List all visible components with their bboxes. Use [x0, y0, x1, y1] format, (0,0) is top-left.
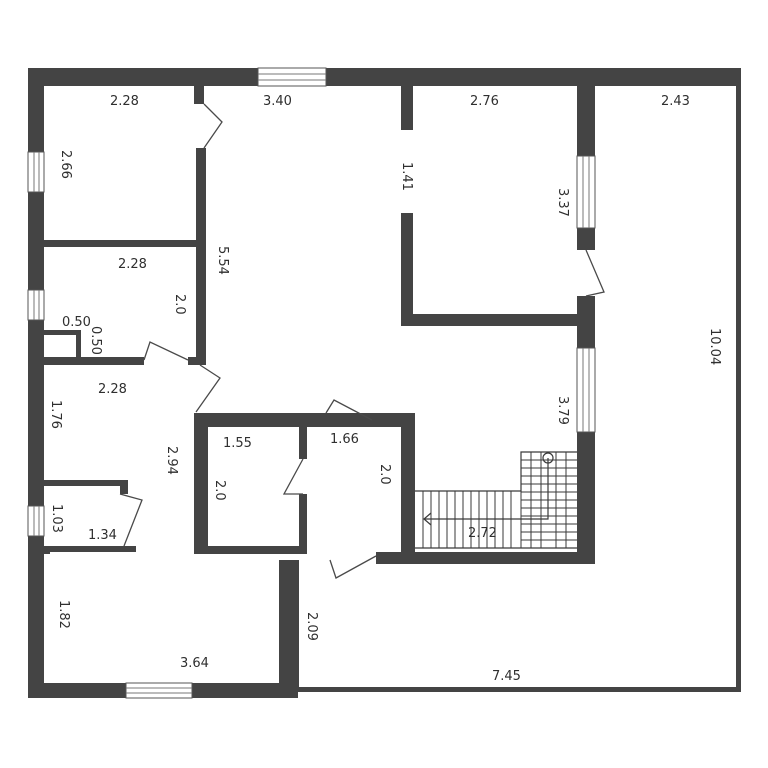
wall-stair-right-top — [577, 296, 595, 348]
wall-room2-bottom-a — [44, 357, 144, 365]
wall-closet-top — [44, 480, 128, 486]
dim-bedroom-top-left-height: 2.66 — [58, 150, 73, 179]
wall-bottom-hall-top-thin — [294, 560, 299, 692]
wall-stair-bottom — [376, 552, 595, 564]
door-corridor — [195, 364, 221, 413]
dim-right-hall-width: 2.43 — [661, 94, 690, 109]
door-bath2 — [325, 399, 373, 421]
dim-corridor-height: 1.76 — [48, 400, 63, 429]
wall-room1-right-upper — [194, 86, 204, 104]
wall-bath-divider-lower — [299, 494, 307, 554]
wall-outer-right — [736, 68, 741, 692]
window-bottom — [125, 682, 193, 699]
door-room3 — [585, 249, 605, 297]
dim-closet-width: 1.34 — [88, 528, 117, 543]
dim-niche-width: 0.50 — [62, 315, 91, 330]
wall-closet-right — [120, 480, 128, 494]
dim-room-top-mid-opening: 1.41 — [399, 162, 414, 191]
dim-right-hall-height: 10.04 — [707, 328, 722, 365]
dim-hall-height: 5.54 — [215, 246, 230, 275]
wall-stair-right-bottom — [577, 432, 595, 564]
wall-outer-top — [28, 68, 740, 86]
door-bath1 — [282, 458, 304, 495]
stair-treads — [422, 452, 577, 548]
window-stair-right — [576, 347, 596, 433]
window-room3-right — [576, 155, 596, 229]
wall-bath1-top — [194, 413, 410, 427]
wall-closet-bottom-b — [120, 546, 136, 552]
dim-niche-height: 0.50 — [88, 326, 103, 355]
dim-closet-height: 1.03 — [49, 504, 64, 533]
dimension-labels: 2.28 2.66 3.40 5.54 2.76 1.41 3.37 2.43 … — [48, 94, 722, 684]
window-left-lower — [27, 505, 45, 537]
dim-stair-wall: 3.79 — [555, 396, 570, 425]
door-room2 — [143, 341, 189, 361]
wall-bath1-left — [194, 413, 208, 553]
dim-room-top-mid-width: 2.76 — [470, 94, 499, 109]
dim-room-top-mid-height: 3.37 — [555, 188, 570, 217]
dim-bottom-hall-height: 2.09 — [304, 612, 319, 641]
wall-room3-right-lower — [577, 228, 595, 250]
wall-room1-right-lower — [196, 148, 206, 363]
wall-bottom-right — [294, 687, 741, 692]
wall-bath2-right — [401, 413, 415, 563]
wall-niche-top — [44, 330, 81, 335]
wall-bath1-bottom — [194, 546, 304, 554]
wall-room3-left — [401, 213, 413, 326]
walls — [28, 68, 741, 698]
wall-room3-right-upper — [577, 86, 595, 156]
dim-stair-width: 2.72 — [468, 526, 497, 541]
dim-corridor-length: 2.94 — [164, 446, 179, 475]
dim-room-left-mid-width: 2.28 — [118, 257, 147, 272]
dim-hall-top-width: 3.40 — [263, 94, 292, 109]
door-bath2-bottom — [329, 555, 377, 579]
wall-bath-divider-upper — [299, 427, 307, 459]
windows — [27, 67, 596, 699]
window-left-upper — [27, 151, 45, 193]
wall-bottom-divider — [279, 560, 297, 698]
window-top — [257, 67, 327, 87]
dim-bath-mid-height: 2.0 — [377, 464, 392, 485]
wall-room1-bottom — [44, 240, 196, 247]
stair-arrow-head — [423, 512, 432, 526]
wall-hall-stub-top — [401, 86, 413, 130]
wall-room2-bottom-b — [188, 357, 206, 365]
stair-direction-arrow — [424, 458, 549, 520]
door-closet — [119, 493, 143, 547]
wall-closet-bottom-a — [44, 546, 124, 552]
stair-start-marker — [542, 452, 554, 464]
wall-room3-bottom — [401, 314, 577, 326]
dim-corridor-width: 2.28 — [98, 382, 127, 397]
wall-room-bl-top — [44, 552, 50, 554]
dim-bottom-hall-width: 7.45 — [492, 669, 521, 684]
window-left-mid — [27, 289, 45, 321]
wall-bottom-hall-edge — [279, 560, 297, 568]
dim-bath-small-height: 2.0 — [212, 480, 227, 501]
wall-outer-left — [28, 68, 44, 698]
dim-bath-mid-width: 1.66 — [330, 432, 359, 447]
staircase — [415, 451, 577, 549]
wall-niche-right — [76, 330, 81, 360]
dim-bedroom-top-left-width: 2.28 — [110, 94, 139, 109]
dim-room-left-mid-height: 2.0 — [172, 294, 187, 315]
door-room1 — [203, 103, 223, 149]
dim-bath-small-width: 1.55 — [223, 436, 252, 451]
dim-room-bottom-left-width: 3.64 — [180, 656, 209, 671]
doors — [119, 103, 605, 579]
dim-room-bottom-left-height: 1.82 — [56, 600, 71, 629]
